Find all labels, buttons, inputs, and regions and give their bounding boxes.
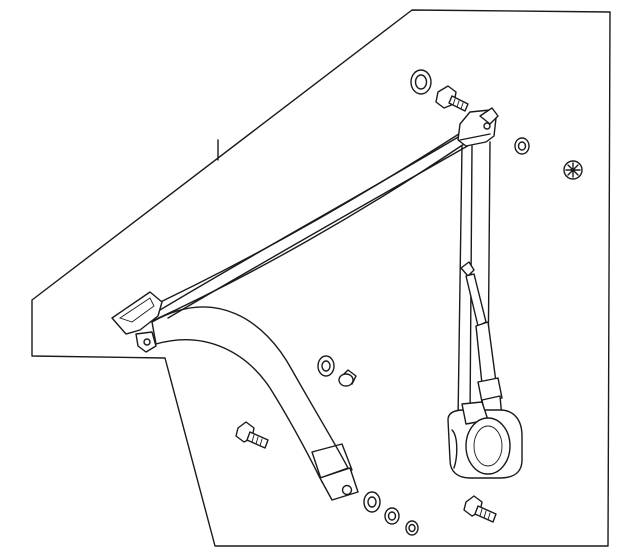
washer-right: [514, 137, 530, 155]
lower-belt-guide: [111, 291, 163, 353]
lap-belt-strap: [151, 306, 359, 501]
pretensioner-rod: [460, 261, 503, 421]
spacer-bottom-1: [363, 491, 381, 513]
lower-anchor-bolt-left: [235, 421, 269, 449]
washer-middle: [317, 355, 335, 377]
lower-anchor-bolt-right: [463, 495, 497, 523]
upper-d-ring: [457, 107, 499, 147]
spacer-bottom-2: [384, 507, 400, 525]
shoulder-belt-webbing: [134, 129, 479, 323]
upper-anchor-nut: [410, 69, 432, 95]
spacer-bottom-3: [405, 520, 419, 536]
clip-right: [563, 160, 583, 180]
retractor-assembly: [447, 401, 523, 479]
plug-middle: [338, 369, 357, 387]
upper-anchor-bolt: [435, 85, 469, 112]
body-panel: [31, 9, 611, 547]
